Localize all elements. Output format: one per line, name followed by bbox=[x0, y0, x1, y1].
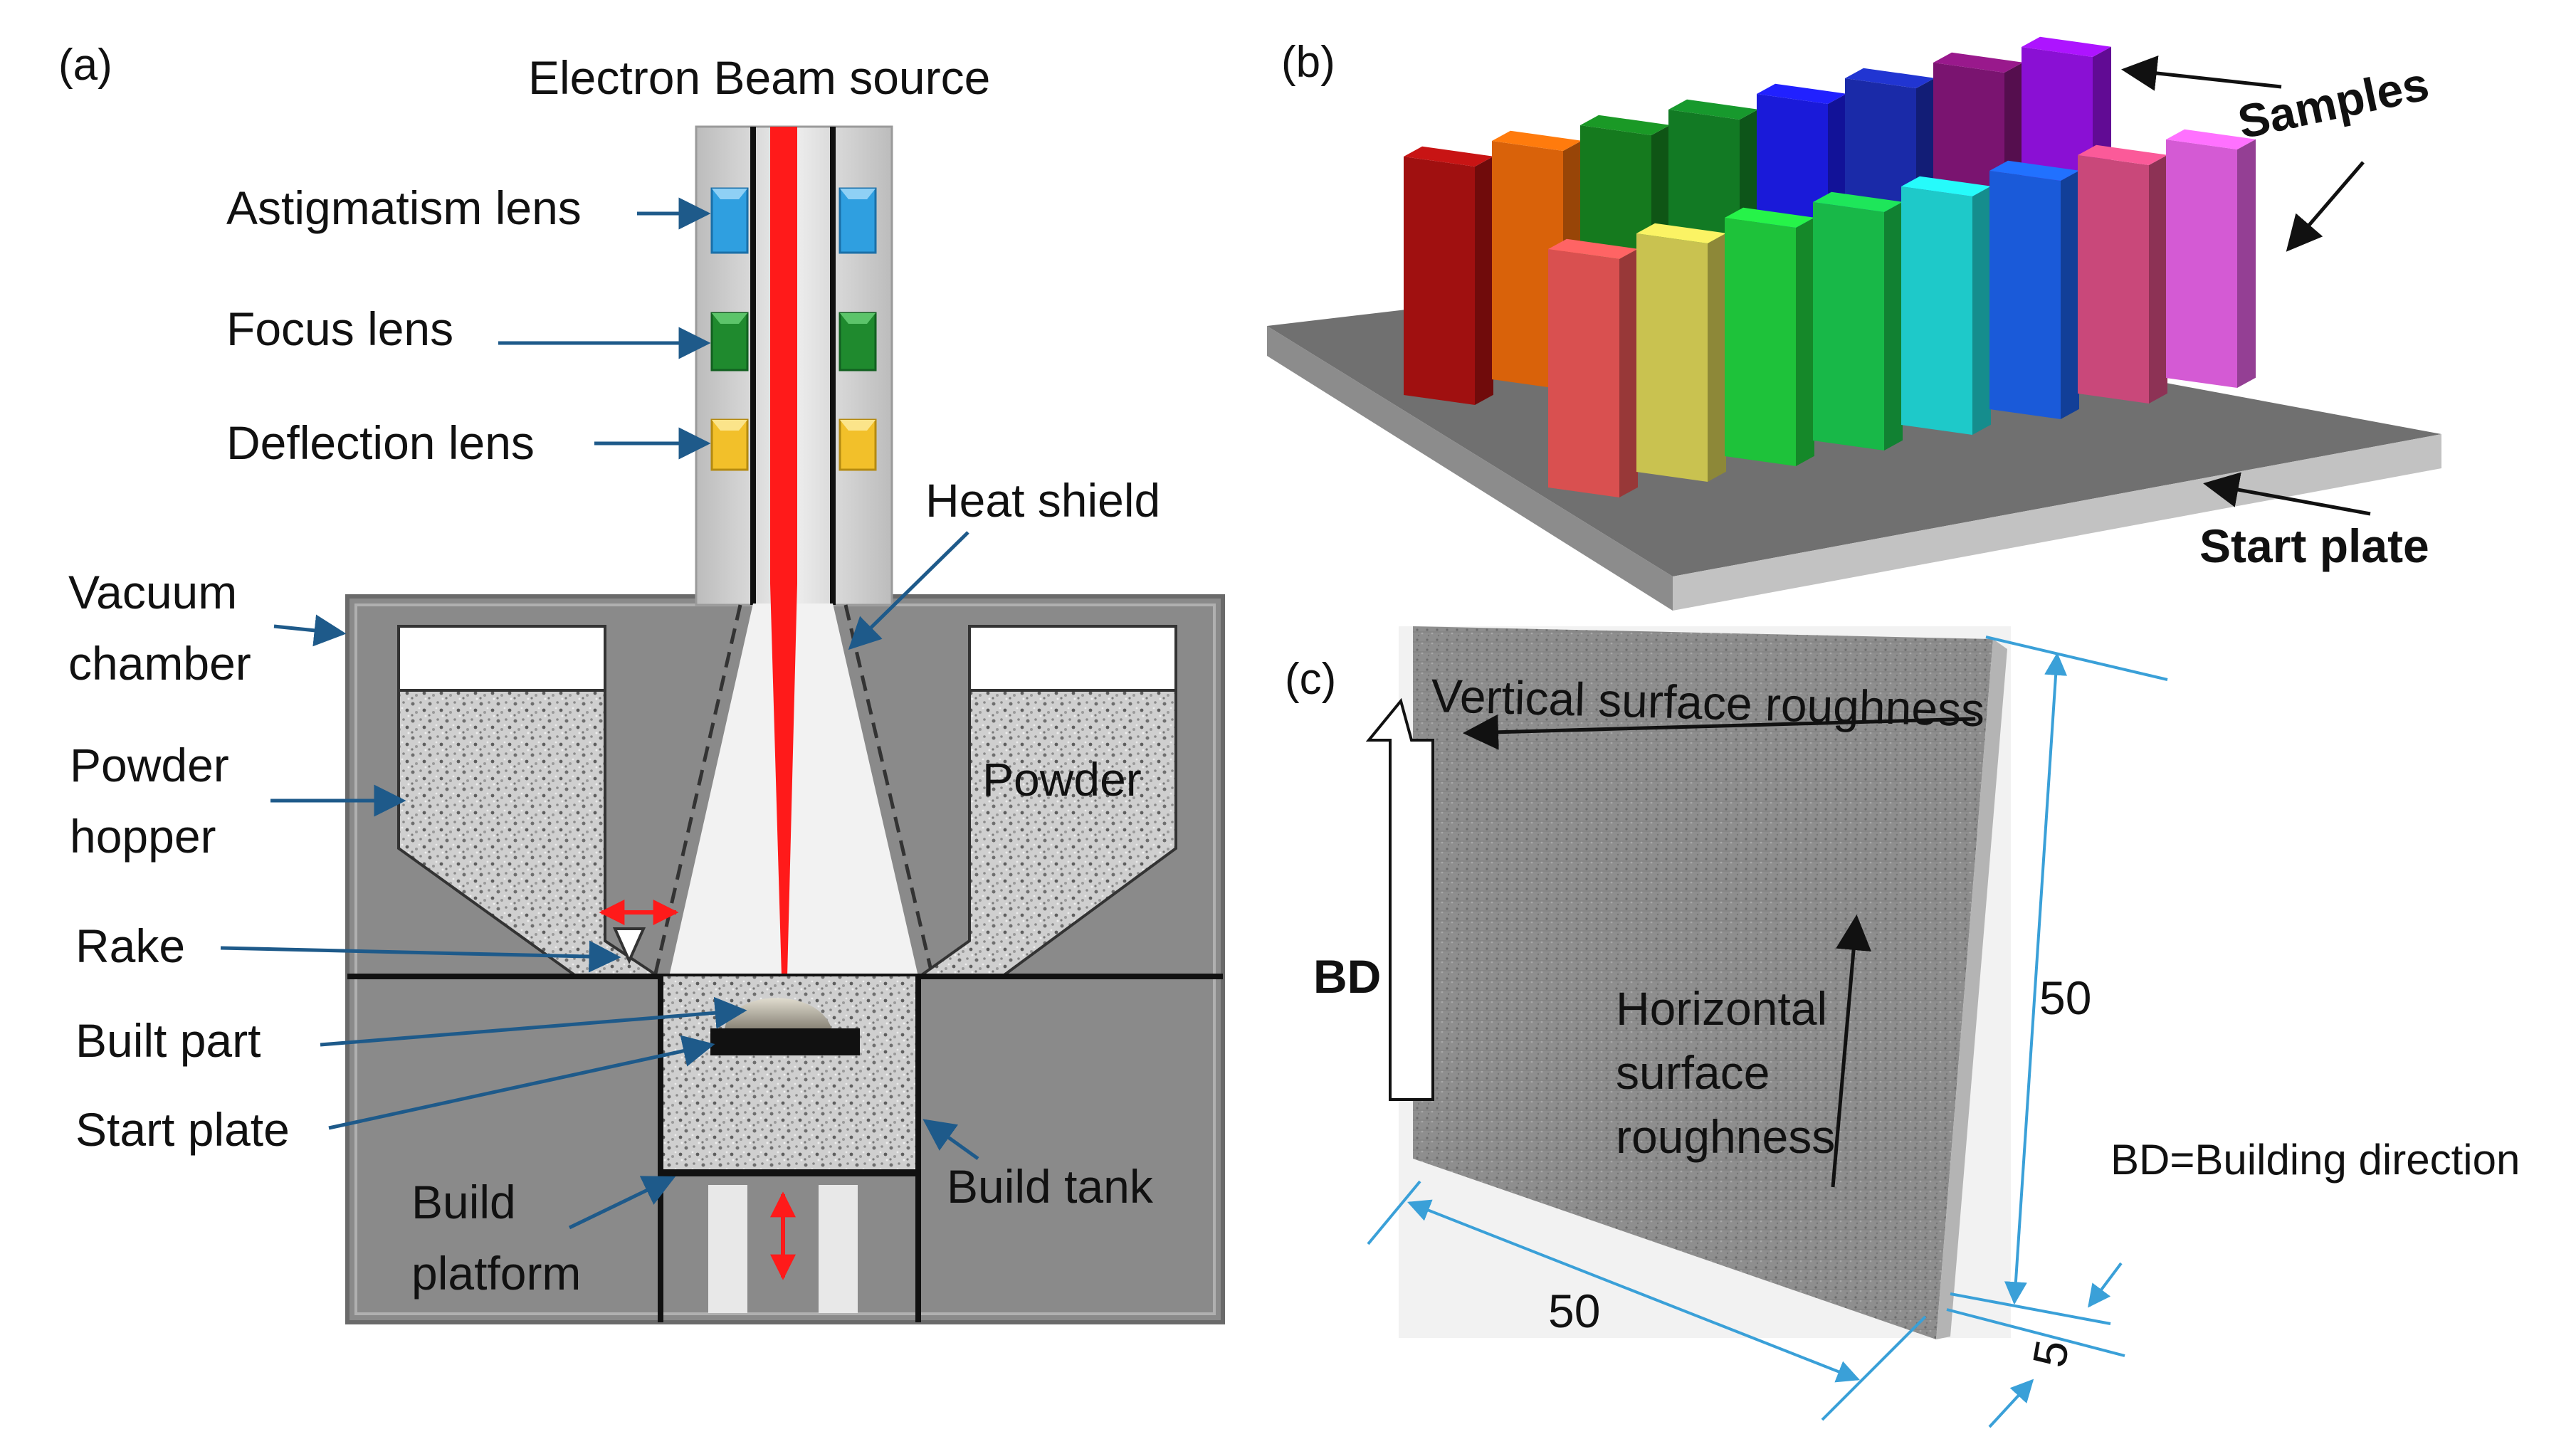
label-start-plate-b: Start plate bbox=[2199, 520, 2429, 572]
label-roughness: roughness bbox=[1616, 1110, 1835, 1163]
label-chamber: chamber bbox=[68, 637, 251, 690]
pointer-arrows-a bbox=[220, 197, 979, 1230]
pointer-arrows-b bbox=[2121, 56, 2371, 516]
label-deflection-lens: Deflection lens bbox=[226, 416, 535, 469]
build-tank bbox=[658, 976, 921, 1322]
label-astigmatism-lens: Astigmatism lens bbox=[226, 181, 582, 234]
label-build: Build bbox=[411, 1176, 516, 1228]
sample-front-2 bbox=[1636, 223, 1726, 482]
label-samples: Samples bbox=[2234, 57, 2434, 149]
label-heat-shield: Heat shield bbox=[925, 474, 1160, 527]
label-powder: Powder bbox=[70, 739, 229, 791]
specimen-plate bbox=[1413, 626, 1993, 1339]
vertical-roughness-arrow bbox=[1463, 714, 1976, 750]
horizontal-roughness-arrow bbox=[1831, 915, 1871, 1188]
label-focus-lens: Focus lens bbox=[226, 302, 453, 355]
sample-front-6 bbox=[1989, 160, 2079, 419]
label-build-tank: Build tank bbox=[947, 1160, 1154, 1213]
focus-lens-icon bbox=[710, 312, 877, 371]
built-part bbox=[725, 998, 831, 1028]
label-horizontal: Horizontal bbox=[1616, 982, 1827, 1035]
label-start-plate-a: Start plate bbox=[75, 1103, 290, 1156]
label-surface: surface bbox=[1616, 1046, 1770, 1099]
panel-c-tag: (c) bbox=[1285, 655, 1336, 704]
samples-front-row bbox=[1548, 129, 2256, 497]
dimension-lines bbox=[1367, 636, 2168, 1428]
platform-shaft-left bbox=[708, 1185, 747, 1313]
sample-front-7 bbox=[2078, 144, 2167, 404]
panel-b: (b) Samples Start plate bbox=[1267, 36, 2441, 611]
powder-hopper-left bbox=[397, 625, 663, 978]
label-built-part: Built part bbox=[75, 1014, 261, 1067]
panel-b-tag: (b) bbox=[1281, 38, 1335, 87]
panel-a-tag: (a) bbox=[58, 41, 112, 90]
label-electron-beam-source: Electron Beam source bbox=[528, 51, 990, 104]
label-bd-legend: BD=Building direction bbox=[2110, 1136, 2520, 1184]
label-platform: platform bbox=[411, 1247, 581, 1300]
platform-shaft-right bbox=[819, 1185, 858, 1313]
label-rake: Rake bbox=[75, 919, 185, 972]
heat-shield bbox=[669, 604, 918, 976]
label-hopper: hopper bbox=[70, 810, 216, 863]
label-powder-right: Powder bbox=[982, 753, 1142, 806]
building-direction-arrow bbox=[1365, 697, 1434, 1101]
label-bd: BD bbox=[1313, 950, 1381, 1003]
sample-back-1 bbox=[1404, 146, 1493, 405]
deflection-lens-icon bbox=[710, 418, 877, 471]
rake bbox=[612, 927, 646, 964]
panel-c: (c) BD Vertical surface roughness Horizo… bbox=[1285, 626, 2520, 1428]
sample-front-4 bbox=[1813, 191, 1903, 450]
powder-hopper-right bbox=[915, 625, 1177, 978]
start-plate-a bbox=[710, 1028, 860, 1055]
electron-beam bbox=[770, 127, 797, 976]
sample-front-5 bbox=[1901, 176, 1991, 435]
label-dim-height: 50 bbox=[2039, 971, 2091, 1024]
astigmatism-lens-icon bbox=[710, 187, 877, 254]
sample-front-3 bbox=[1725, 207, 1814, 466]
sample-front-8 bbox=[2166, 129, 2256, 388]
label-vacuum: Vacuum bbox=[68, 566, 237, 618]
sample-front-1 bbox=[1548, 238, 1638, 497]
label-dim-width: 50 bbox=[1548, 1285, 1600, 1337]
panel-a: (a) bbox=[58, 41, 1225, 1324]
